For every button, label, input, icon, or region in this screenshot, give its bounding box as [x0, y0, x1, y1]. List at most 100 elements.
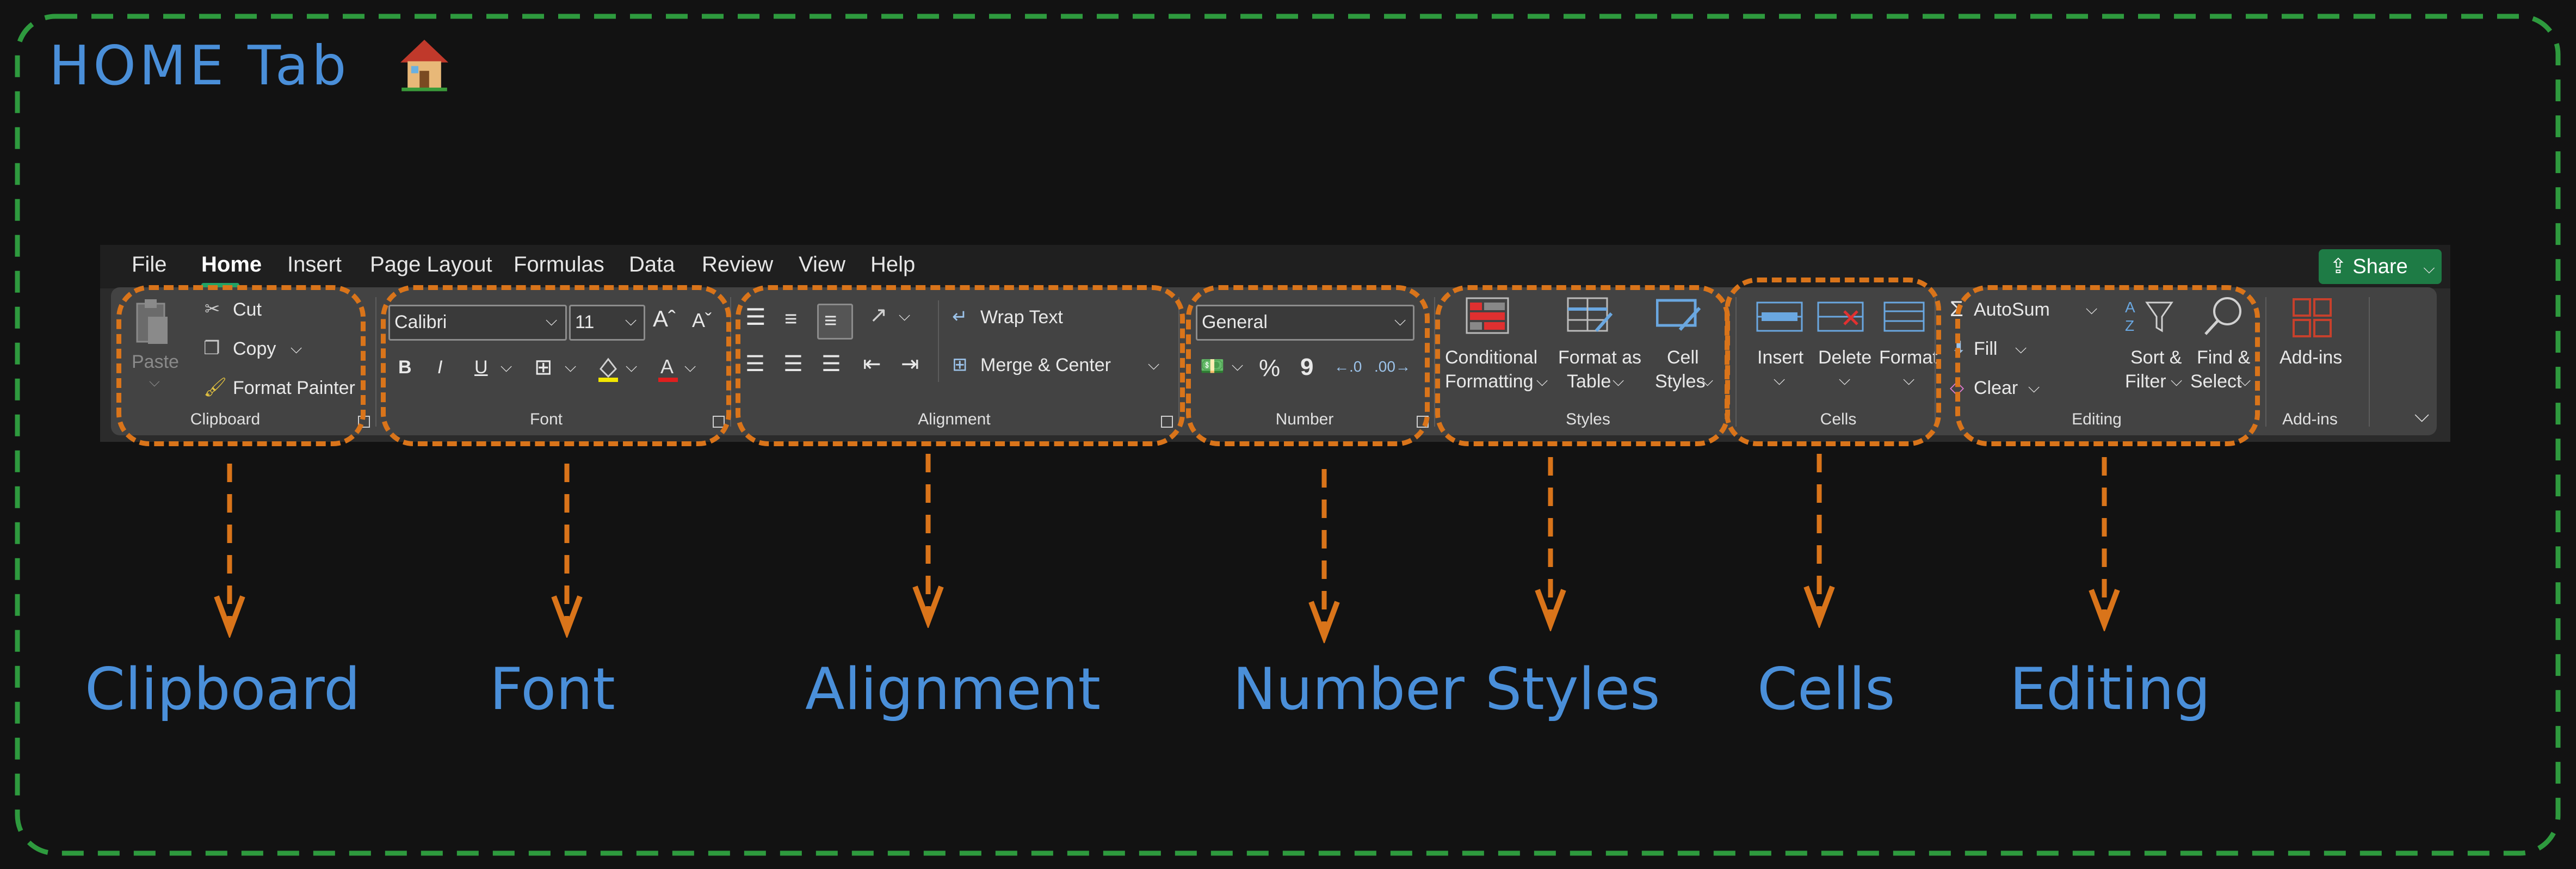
comma-style-button[interactable]: 9	[1300, 354, 1314, 380]
sort-filter-label-1[interactable]: Sort &	[2130, 347, 2182, 368]
chevron-down-icon[interactable]: ⌵	[1903, 371, 1915, 388]
orientation-icon[interactable]: ↗	[869, 303, 888, 327]
chevron-down-icon[interactable]: ⌵	[1148, 356, 1160, 373]
chevron-down-icon[interactable]: ⌵	[2239, 372, 2251, 389]
divider	[938, 300, 939, 382]
chevron-down-icon[interactable]: ⌵	[684, 358, 696, 375]
chevron-down-icon[interactable]: ⌵	[565, 358, 577, 375]
sort-filter-label-2[interactable]: Filter	[2125, 371, 2166, 392]
chevron-down-icon[interactable]: ⌵	[1536, 372, 1548, 389]
format-cells-button[interactable]: Format	[1879, 347, 1938, 368]
annotation-alignment: Alignment	[805, 656, 1101, 723]
tab-formulas[interactable]: Formulas	[514, 252, 604, 276]
fill-button[interactable]: Fill	[1974, 338, 1998, 359]
delete-cells-button[interactable]: Delete	[1818, 347, 1872, 368]
format-as-table-label-1[interactable]: Format as	[1558, 347, 1642, 368]
find-select-label-2[interactable]: Select	[2190, 371, 2242, 392]
chevron-down-icon[interactable]: ⌵	[2171, 372, 2183, 389]
increase-indent-icon[interactable]: ⇥	[901, 352, 919, 376]
tab-help[interactable]: Help	[870, 252, 916, 276]
group-label-add-ins: Add-ins	[2282, 410, 2338, 428]
align-left-icon[interactable]: ☰	[745, 352, 765, 376]
share-icon: ⇪	[2330, 255, 2347, 278]
bold-button[interactable]: B	[398, 357, 412, 378]
divider	[375, 297, 376, 427]
conditional-formatting-label-1[interactable]: Conditional	[1445, 347, 1538, 368]
add-ins-button[interactable]: Add-ins	[2280, 347, 2343, 368]
highlight-alignment	[736, 285, 1185, 446]
highlight-font	[381, 285, 731, 446]
chevron-down-icon[interactable]: ⌵	[1839, 371, 1851, 388]
chevron-down-icon[interactable]: ⌵	[1774, 371, 1786, 388]
page-title: HOME Tab	[49, 34, 350, 97]
align-middle-icon[interactable]: ≡	[784, 307, 798, 331]
cell-styles-label-2[interactable]: Styles	[1655, 371, 1706, 392]
tab-insert[interactable]: Insert	[287, 252, 342, 276]
percent-button[interactable]: %	[1259, 355, 1281, 381]
arrow-down-icon	[214, 464, 245, 638]
add-ins-icon	[2290, 296, 2334, 340]
ribbon-tab-bar: File Home Insert Page Layout Formulas Da…	[100, 245, 2450, 288]
format-painter-button[interactable]: Format Painter	[233, 378, 355, 398]
tab-home[interactable]: Home	[201, 252, 262, 276]
chevron-down-icon[interactable]: ⌵	[2015, 340, 2027, 356]
wrap-text-button[interactable]: Wrap Text	[980, 307, 1063, 328]
tab-data[interactable]: Data	[629, 252, 675, 276]
insert-cells-icon	[1755, 299, 1804, 334]
divider	[1434, 297, 1435, 427]
share-label: Share	[2352, 255, 2408, 278]
currency-icon[interactable]: 💵	[1200, 355, 1225, 377]
clear-button[interactable]: Clear	[1974, 378, 2018, 398]
tab-page-layout[interactable]: Page Layout	[370, 252, 492, 276]
tab-view[interactable]: View	[799, 252, 845, 276]
increase-decimal-icon[interactable]: ←.0	[1334, 358, 1362, 375]
font-color-icon[interactable]: A	[656, 354, 680, 383]
decrease-indent-icon[interactable]: ⇤	[863, 352, 881, 376]
borders-icon[interactable]: ⊞	[534, 355, 553, 379]
decrease-decimal-icon[interactable]: .00→	[1374, 358, 1411, 375]
align-right-icon[interactable]: ☰	[821, 352, 841, 376]
align-center-icon[interactable]: ☰	[783, 352, 803, 376]
merge-center-button[interactable]: Merge & Center	[980, 355, 1111, 375]
chevron-down-icon[interactable]: ⌵	[291, 340, 302, 356]
insert-cells-button[interactable]: Insert	[1757, 347, 1804, 368]
find-select-label-1[interactable]: Find &	[2197, 347, 2251, 368]
chevron-down-icon[interactable]: ⌵	[626, 358, 638, 375]
fill-color-icon[interactable]	[596, 355, 620, 383]
cell-styles-label-1[interactable]: Cell	[1667, 347, 1699, 368]
align-bottom-button[interactable]: ≡	[817, 304, 853, 340]
font-size-select[interactable]: 11 ⌵	[569, 305, 645, 341]
copy-button[interactable]: Copy	[233, 338, 276, 359]
chevron-down-icon[interactable]: ⌵	[2086, 300, 2098, 317]
arrow-down-icon	[1803, 454, 1835, 628]
format-cells-icon	[1882, 299, 1926, 334]
group-label-editing: Editing	[2072, 410, 2122, 428]
collapse-ribbon-icon[interactable]: ⌵	[2414, 404, 2430, 426]
tab-review[interactable]: Review	[702, 252, 774, 276]
group-label-clipboard: Clipboard	[190, 410, 261, 428]
share-button[interactable]: ⇪ Share ⌵	[2319, 249, 2442, 284]
underline-button[interactable]: U	[474, 357, 488, 378]
chevron-down-icon[interactable]: ⌵	[1613, 372, 1624, 389]
cell-styles-icon	[1655, 297, 1702, 334]
highlight-clipboard	[116, 285, 366, 446]
chevron-down-icon[interactable]: ⌵	[1702, 372, 1714, 389]
chevron-down-icon[interactable]: ⌵	[501, 358, 512, 375]
arrow-down-icon	[1308, 469, 1340, 643]
group-label-alignment: Alignment	[918, 410, 991, 428]
conditional-formatting-label-2[interactable]: Formatting	[1445, 371, 1534, 392]
cut-button[interactable]: Cut	[233, 299, 262, 320]
chevron-down-icon[interactable]: ⌵	[1232, 357, 1244, 374]
paste-label: Paste	[132, 352, 179, 372]
highlight-number	[1186, 285, 1430, 446]
format-as-table-label-2[interactable]: Table	[1567, 371, 1611, 392]
annotation-clipboard: Clipboard	[85, 656, 361, 723]
number-format-select[interactable]: General ⌵	[1196, 305, 1414, 341]
italic-button[interactable]: I	[437, 357, 443, 378]
increase-font-icon[interactable]: Aˆ	[653, 306, 676, 331]
tab-file[interactable]: File	[132, 252, 167, 276]
chevron-down-icon[interactable]: ⌵	[899, 307, 911, 324]
chevron-down-icon[interactable]: ⌵	[2028, 379, 2040, 396]
paste-icon[interactable]	[134, 298, 172, 347]
chevron-down-icon: ⌵	[149, 373, 160, 390]
